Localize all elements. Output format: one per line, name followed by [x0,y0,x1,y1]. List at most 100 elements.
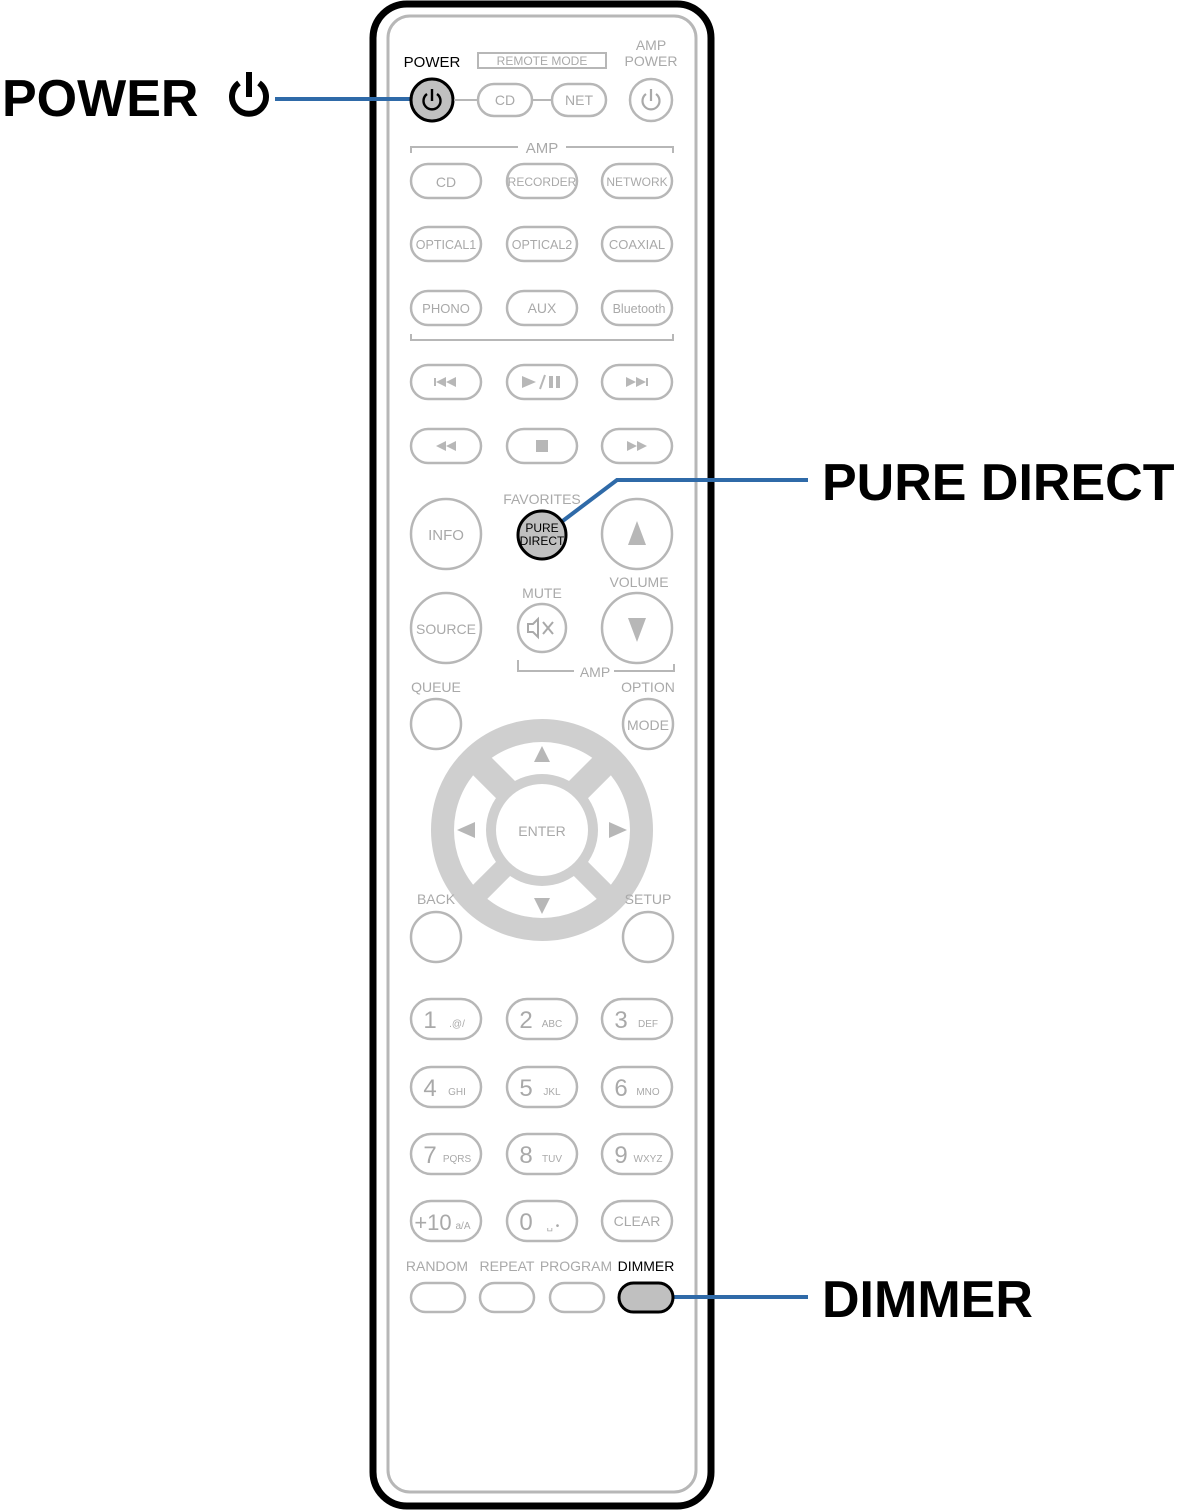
input-button-recorder[interactable]: RECORDER [505,162,579,200]
svg-text:.@/: .@/ [449,1019,465,1030]
keypad-button-plus10[interactable]: +10 a/A [409,1199,483,1243]
next-track-button[interactable] [600,363,674,401]
svg-text:TUV: TUV [542,1154,562,1165]
dimmer-callout-label: DIMMER [822,1271,1033,1329]
keypad-button-9[interactable]: 9 WXYZ [600,1132,674,1176]
keypad-button-3[interactable]: 3 DEF [600,997,674,1041]
input-button-coaxial[interactable]: COAXIAL [600,225,674,263]
keypad-button-0[interactable]: 0 ␣ • [505,1199,579,1243]
amp-bracket-top [410,146,674,153]
input-button-phono[interactable]: PHONO [409,289,483,327]
svg-text:MODE: MODE [627,717,669,733]
play-pause-button[interactable] [505,363,579,401]
next-track-icon [626,377,648,387]
remote-mode-label: REMOTE MODE [497,54,588,68]
svg-text:6: 6 [614,1075,627,1102]
svg-text:GHI: GHI [448,1087,466,1098]
svg-text:NETWORK: NETWORK [606,175,667,189]
amp-volume-label: AMP [580,664,610,680]
volume-up-button[interactable] [600,497,674,571]
input-button-aux[interactable]: AUX [505,289,579,327]
svg-text:PQRS: PQRS [443,1154,472,1165]
svg-text:2: 2 [519,1007,532,1034]
svg-text:JKL: JKL [543,1087,561,1098]
pure-direct-button[interactable]: PURE DIRECT [516,509,568,561]
play-pause-icon [522,374,560,390]
rewind-button[interactable] [409,427,483,465]
svg-text:DIRECT: DIRECT [520,534,565,548]
svg-text:RECORDER: RECORDER [508,175,577,189]
keypad-button-6[interactable]: 6 MNO [600,1065,674,1109]
keypad-button-4[interactable]: 4 GHI [409,1065,483,1109]
favorites-label: FAVORITES [503,491,581,507]
mute-label: MUTE [522,585,562,601]
svg-text:␣ •: ␣ • [547,1221,560,1232]
back-label: BACK [417,891,456,907]
volume-down-arrow-icon [628,618,646,642]
pure-direct-callout-label: PURE DIRECT [822,454,1175,512]
queue-label: QUEUE [411,679,461,695]
input-button-network[interactable]: NETWORK [600,162,674,200]
net-mode-button[interactable]: NET [550,82,608,118]
option-label: OPTION [621,679,675,695]
program-label: PROGRAM [540,1258,612,1274]
input-button-optical2[interactable]: OPTICAL2 [505,225,579,263]
keypad-button-5[interactable]: 5 JKL [505,1065,579,1109]
svg-text:NET: NET [565,92,593,108]
queue-button[interactable] [409,697,463,751]
svg-text:Bluetooth: Bluetooth [613,302,666,316]
svg-text:OPTICAL2: OPTICAL2 [512,238,572,252]
dpad-up-arrow-icon[interactable] [534,746,550,762]
input-button-optical1[interactable]: OPTICAL1 [409,225,483,263]
back-button[interactable] [409,910,463,964]
svg-text:PHONO: PHONO [422,301,470,316]
fast-forward-icon [627,441,647,451]
keypad-button-1[interactable]: 1 .@/ [409,997,483,1041]
dimmer-button[interactable] [617,1281,675,1314]
svg-text:AUX: AUX [528,300,557,316]
svg-text:ENTER: ENTER [518,823,565,839]
fast-forward-button[interactable] [600,427,674,465]
setup-button[interactable] [621,910,675,964]
input-button-cd[interactable]: CD [409,162,483,200]
dpad-left-arrow-icon[interactable] [457,822,475,838]
info-button[interactable]: INFO [409,497,483,571]
keypad-button-2[interactable]: 2 ABC [505,997,579,1041]
volume-up-arrow-icon [628,521,646,545]
mute-speaker-icon [527,616,554,640]
prev-track-icon [434,377,456,387]
power-button-icon [422,89,442,111]
source-button[interactable]: SOURCE [409,591,483,665]
volume-down-button[interactable] [600,591,674,665]
power-label: POWER [404,54,461,71]
cd-mode-button[interactable]: CD [476,82,534,118]
svg-text:4: 4 [423,1075,436,1102]
dimmer-label: DIMMER [618,1258,675,1274]
program-button[interactable] [548,1281,606,1314]
repeat-label: REPEAT [480,1258,535,1274]
prev-track-button[interactable] [409,363,483,401]
keypad-button-8[interactable]: 8 TUV [505,1132,579,1176]
svg-text:a/A: a/A [455,1221,470,1232]
random-button[interactable] [409,1281,467,1314]
repeat-button[interactable] [478,1281,536,1314]
input-button-bluetooth[interactable]: Bluetooth [600,289,674,327]
keypad-button-7[interactable]: 7 PQRS [409,1132,483,1176]
amp-power-label-1: AMP [636,37,666,53]
svg-text:CLEAR: CLEAR [614,1213,661,1229]
amp-bracket-bottom [410,334,674,341]
mode-button[interactable]: MODE [621,697,675,751]
stop-icon [536,440,548,452]
power-button[interactable] [409,77,455,123]
svg-text:8: 8 [519,1142,532,1169]
dpad-down-arrow-icon[interactable] [534,898,550,914]
clear-button[interactable]: CLEAR [600,1199,674,1243]
amp-power-button[interactable] [628,77,674,123]
stop-button[interactable] [505,427,579,465]
svg-text:CD: CD [436,174,456,190]
amp-group-label: AMP [526,140,559,157]
dpad-right-arrow-icon[interactable] [609,822,627,838]
mute-button[interactable] [516,602,568,654]
enter-button[interactable]: ENTER [496,784,588,876]
setup-label: SETUP [625,891,672,907]
